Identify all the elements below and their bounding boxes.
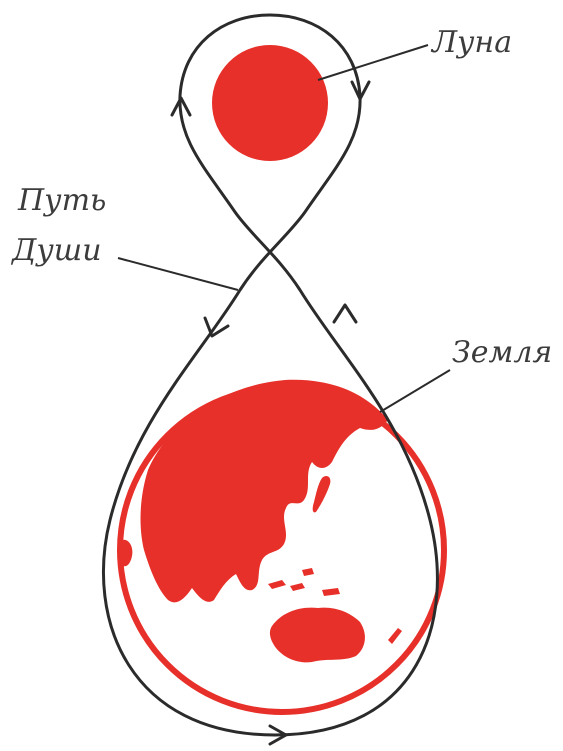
arrow-crossing-right-up	[334, 305, 356, 322]
leader-line-soul-path	[118, 258, 238, 290]
earth-label: Земля	[452, 338, 552, 368]
moon-circle	[212, 45, 328, 161]
soul-path-label-line2: Души	[12, 236, 102, 266]
soul-path-label-line1: Путь	[18, 186, 106, 216]
moon-label: Луна	[432, 28, 512, 58]
earth-globe	[116, 380, 448, 716]
leader-line-moon	[318, 45, 428, 80]
earth-landmass-australia	[270, 608, 365, 663]
leader-line-earth	[380, 370, 450, 412]
